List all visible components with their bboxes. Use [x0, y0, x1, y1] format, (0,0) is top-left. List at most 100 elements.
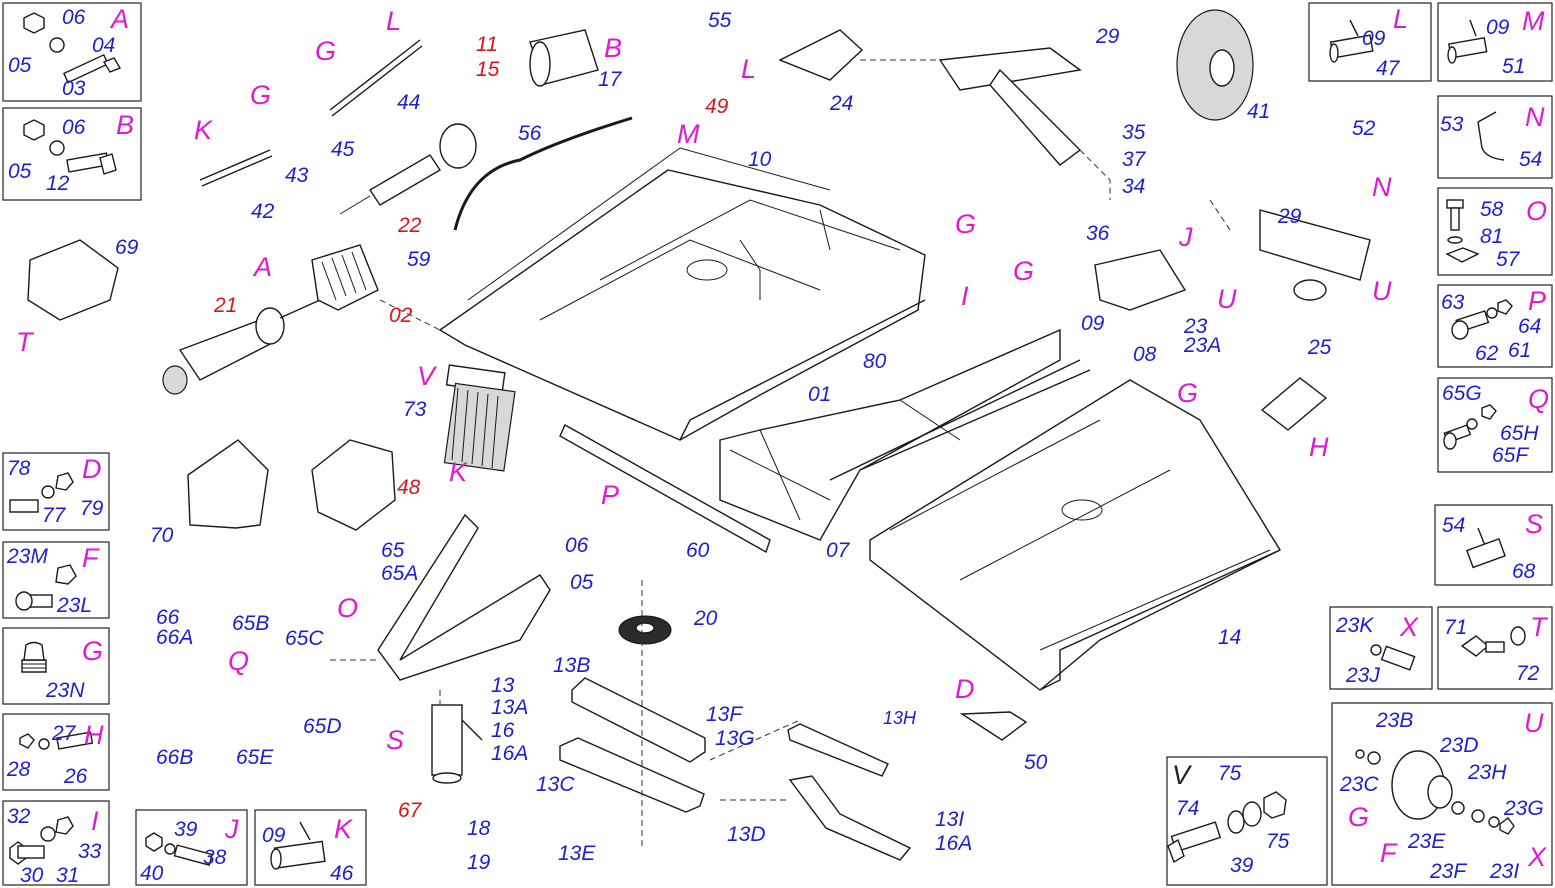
- callout-k-46: 46: [330, 862, 354, 885]
- callout-b-12: 12: [46, 172, 70, 195]
- callout-i-31: 31: [56, 864, 79, 887]
- label-69: 69: [115, 236, 139, 259]
- label-48: 48: [397, 476, 421, 499]
- callout-q-65h: 65H: [1500, 422, 1539, 445]
- callout-a-04: 04: [92, 34, 115, 57]
- label-13: 13: [491, 674, 515, 697]
- label-25: 25: [1307, 336, 1332, 359]
- marker-h: H: [1309, 432, 1329, 462]
- marker-u-1: U: [1217, 284, 1237, 314]
- callout-box-t: [1437, 606, 1553, 690]
- callout-q-65g: 65G: [1442, 382, 1482, 405]
- label-65b: 65B: [232, 612, 269, 635]
- callout-i-30: 30: [20, 864, 44, 887]
- marker-p: P: [601, 480, 619, 510]
- callout-box-g: [2, 627, 110, 705]
- label-50: 50: [1024, 751, 1048, 774]
- callout-box-s: [1434, 504, 1553, 586]
- callout-x-letter: X: [1399, 612, 1419, 642]
- hose-56: [453, 116, 633, 231]
- callout-a-letter: A: [109, 4, 129, 34]
- callout-v-75-top: 75: [1218, 762, 1242, 785]
- callout-box-x: [1329, 606, 1433, 690]
- deck-14: [869, 379, 1281, 691]
- callout-j-39: 39: [174, 818, 198, 841]
- label-13b: 13B: [553, 654, 590, 677]
- driveline-21: [162, 299, 321, 395]
- marker-l-2: L: [741, 54, 756, 84]
- label-18: 18: [467, 817, 491, 840]
- label-65: 65: [381, 539, 405, 562]
- bar-60: [559, 424, 771, 554]
- label-59: 59: [407, 248, 431, 271]
- label-14: 14: [1218, 626, 1241, 649]
- label-36: 36: [1086, 222, 1110, 245]
- label-20: 20: [693, 607, 718, 630]
- callout-l-letter: L: [1393, 4, 1408, 34]
- group-markers: A G G G G G L L K K B M I J U U H N V T …: [16, 6, 1392, 755]
- marker-g-3: G: [955, 209, 976, 239]
- callout-u-marker-x: X: [1527, 842, 1547, 872]
- callout-h-26: 26: [63, 765, 88, 788]
- callout-u-23f: 23F: [1429, 860, 1467, 883]
- label-65a: 65A: [381, 562, 418, 585]
- marker-o: O: [337, 593, 358, 623]
- callout-t-71: 71: [1444, 616, 1467, 639]
- callout-h-28: 28: [6, 758, 31, 781]
- marker-a: A: [252, 252, 272, 282]
- blade-holder-13c: [559, 737, 705, 813]
- jack-67: [431, 704, 483, 784]
- arm-25: [1260, 377, 1328, 431]
- marker-m: M: [677, 119, 700, 149]
- label-49: 49: [705, 95, 729, 118]
- label-15: 15: [476, 58, 500, 81]
- callout-j-38: 38: [203, 846, 227, 869]
- label-44: 44: [397, 91, 420, 114]
- connector-lines: [330, 59, 1231, 850]
- callout-u-23g: 23G: [1503, 797, 1544, 820]
- callout-v-letter: V: [1172, 760, 1193, 790]
- callout-q-65f: 65F: [1492, 444, 1529, 467]
- callout-box-m: [1437, 2, 1553, 82]
- callout-f-23l: 23L: [56, 594, 92, 617]
- callout-v-39: 39: [1230, 854, 1254, 877]
- deck-10: [438, 147, 926, 441]
- label-65c: 65C: [285, 627, 324, 650]
- label-37: 37: [1122, 148, 1147, 171]
- callout-f-23m: 23M: [6, 545, 48, 568]
- callout-b-letter: B: [116, 110, 134, 140]
- label-02: 02: [389, 304, 413, 327]
- callout-m-09: 09: [1486, 16, 1510, 39]
- marker-g-4: G: [1013, 256, 1034, 286]
- callout-t-letter: T: [1530, 612, 1549, 642]
- callout-o-letter: O: [1526, 196, 1547, 226]
- label-13h: 13H: [883, 708, 917, 728]
- label-13i: 13I: [935, 808, 964, 831]
- blade-13h: [787, 723, 889, 777]
- marker-j: J: [1178, 222, 1193, 252]
- callout-d-79: 79: [80, 497, 104, 520]
- callout-box-o: [1437, 187, 1553, 276]
- label-34: 34: [1122, 175, 1145, 198]
- callout-box-a: [2, 2, 142, 102]
- cylinder-11: [529, 29, 599, 87]
- callout-d-letter: D: [82, 454, 102, 484]
- label-29: 29: [1095, 25, 1120, 48]
- callout-i-32: 32: [7, 805, 31, 828]
- label-56: 56: [518, 122, 542, 145]
- marker-l-1: L: [386, 6, 401, 36]
- callout-u-23i: 23I: [1489, 860, 1519, 883]
- callout-p-letter: P: [1528, 286, 1546, 316]
- callout-l-47: 47: [1376, 57, 1401, 80]
- label-67: 67: [398, 799, 423, 822]
- callout-a-05: 05: [8, 54, 32, 77]
- deflector-50: [959, 711, 1028, 741]
- label-22: 22: [397, 214, 422, 237]
- label-08: 08: [1133, 343, 1157, 366]
- callout-p-62: 62: [1475, 342, 1499, 365]
- callout-v-74: 74: [1176, 797, 1199, 820]
- label-23: 23: [1183, 315, 1208, 338]
- label-55: 55: [708, 9, 732, 32]
